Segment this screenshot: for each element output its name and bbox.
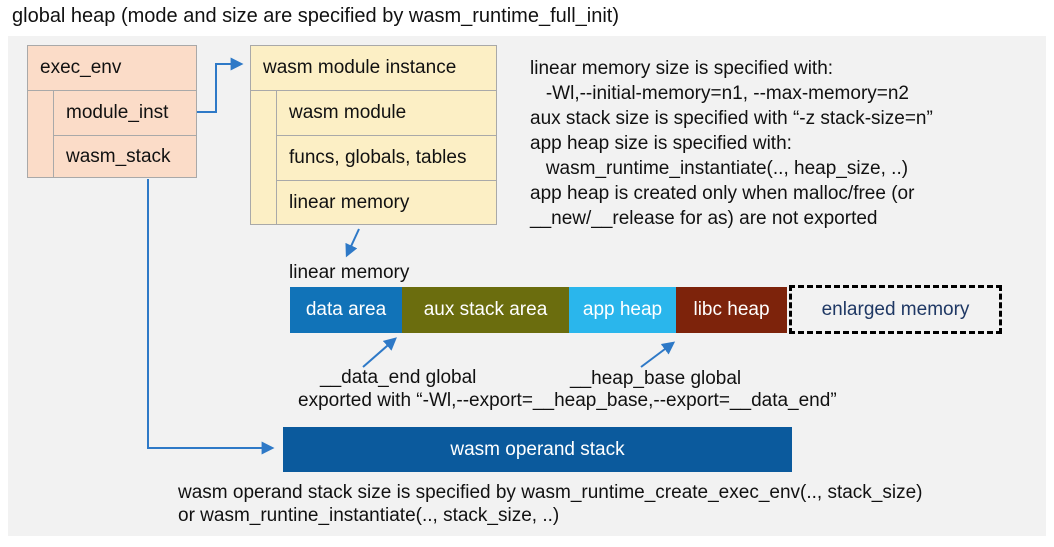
- segment-libc-heap: libc heap: [676, 287, 787, 333]
- segment-aux-stack-area: aux stack area: [402, 287, 569, 333]
- note-line: aux stack size is specified with “-z sta…: [530, 108, 933, 129]
- exec-env-row-module-inst: module_inst: [53, 90, 197, 136]
- module-instance-row-linear-memory: linear memory: [276, 180, 497, 225]
- annotation-export-flags: exported with “-Wl,--export=__heap_base,…: [298, 390, 837, 411]
- operand-stack-bar: wasm operand stack: [283, 427, 792, 472]
- note-line: app heap size is specified with:: [530, 133, 792, 154]
- diagram-title: global heap (mode and size are specified…: [12, 5, 619, 27]
- note-line: linear memory size is specified with:: [530, 58, 834, 79]
- annotation-heap-base-global: __heap_base global: [570, 368, 742, 389]
- segment-app-heap: app heap: [569, 287, 676, 333]
- module-instance-row-funcs-globals-tables: funcs, globals, tables: [276, 135, 497, 181]
- note-line: or wasm_runtine_instantiate(.., stack_si…: [178, 505, 560, 526]
- segment-enlarged-memory: enlarged memory: [789, 285, 1002, 334]
- linear-memory-label: linear memory: [289, 262, 410, 283]
- note-line: app heap is created only when malloc/fre…: [530, 183, 915, 204]
- exec-env-box: exec_env module_inst wasm_stack: [27, 45, 197, 178]
- note-line: -Wl,--initial-memory=n1, --max-memory=n2: [530, 83, 909, 104]
- module-instance-title: wasm module instance: [251, 46, 496, 91]
- segment-data-area: data area: [290, 287, 402, 333]
- note-line: __new/__release for as) are not exported: [530, 208, 878, 229]
- annotation-data-end-global: __data_end global: [320, 367, 477, 388]
- linker-notes: linear memory size is specified with: -W…: [530, 56, 933, 231]
- note-line: wasm_runtime_instantiate(.., heap_size, …: [530, 158, 909, 179]
- module-instance-box: wasm module instance wasm module funcs, …: [250, 45, 497, 225]
- exec-env-title: exec_env: [28, 46, 196, 91]
- operand-stack-note: wasm operand stack size is specified by …: [178, 481, 923, 527]
- exec-env-row-wasm-stack: wasm_stack: [53, 135, 197, 178]
- note-line: wasm operand stack size is specified by …: [178, 482, 923, 503]
- module-instance-row-wasm-module: wasm module: [276, 90, 497, 136]
